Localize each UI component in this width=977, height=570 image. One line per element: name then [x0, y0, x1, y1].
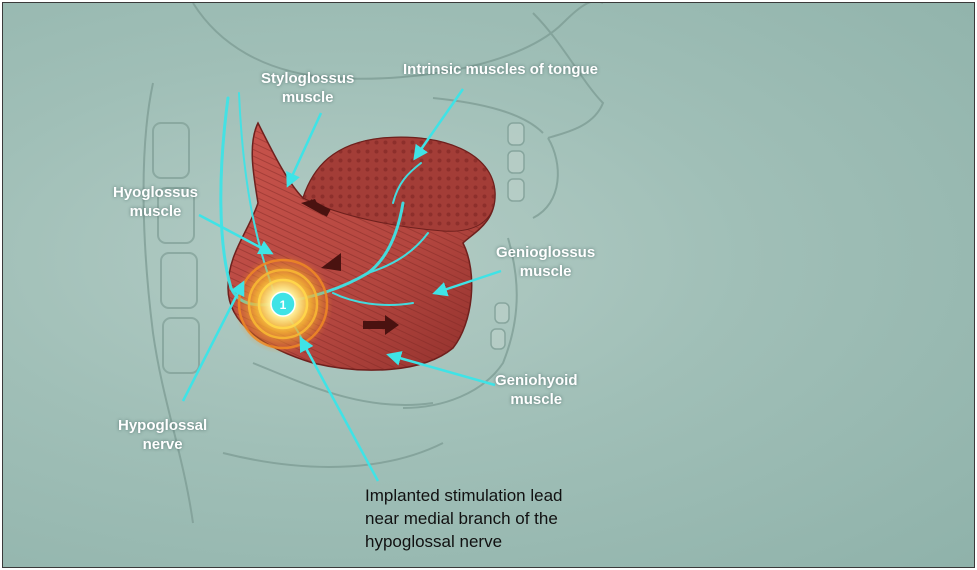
spine-outline — [152, 122, 200, 374]
leader-styloglossus — [286, 112, 323, 188]
label-genioglossus-line2: muscle — [519, 263, 572, 280]
caption-stimulation-lead: Implanted stimulation lead near medial b… — [365, 484, 563, 553]
leader-lines — [181, 88, 502, 482]
caption-line1: Implanted stimulation lead — [365, 486, 563, 505]
leader-hypoglossal — [181, 280, 245, 402]
leader-genioglossus — [432, 269, 502, 297]
label-geniohyoid: Geniohyoid muscle — [495, 371, 578, 409]
leader-intrinsic — [413, 88, 465, 161]
lead-marker-number: 1 — [280, 298, 287, 312]
stimulation-glow: 1 — [233, 254, 333, 354]
label-intrinsic-text: Intrinsic muscles of tongue — [403, 61, 599, 78]
label-geniohyoid-line2: muscle — [510, 391, 563, 408]
label-genioglossus: Genioglossus muscle — [496, 243, 595, 281]
label-hypoglossal-line2: nerve — [142, 436, 183, 453]
label-styloglossus: Styloglossus muscle — [261, 69, 354, 107]
label-geniohyoid-line1: Geniohyoid — [495, 372, 578, 389]
leader-stimulation-lead — [299, 336, 380, 482]
lead-marker-dot — [270, 291, 296, 317]
caption-line2: near medial branch of the — [365, 509, 558, 528]
label-styloglossus-line2: muscle — [281, 89, 334, 106]
label-hyoglossus-line1: Hyoglossus — [113, 184, 199, 201]
label-hypoglossal-line1: Hypoglossal — [118, 417, 208, 434]
leader-geniohyoid — [386, 351, 496, 387]
label-hyoglossus: Hyoglossus muscle — [113, 183, 198, 221]
leader-hyoglossus — [198, 213, 274, 255]
label-hyoglossus-line2: muscle — [129, 203, 182, 220]
tongue-anatomy-illustration: 1 — [142, 3, 605, 524]
teeth-outline — [490, 122, 525, 350]
label-genioglossus-line1: Genioglossus — [496, 244, 596, 261]
head-outline — [142, 3, 605, 524]
caption-line3: hypoglossal nerve — [365, 532, 503, 551]
label-hypoglossal-nerve: Hypoglossal nerve — [118, 416, 207, 454]
label-styloglossus-line1: Styloglossus — [261, 70, 355, 87]
label-intrinsic-muscles: Intrinsic muscles of tongue — [403, 60, 598, 79]
